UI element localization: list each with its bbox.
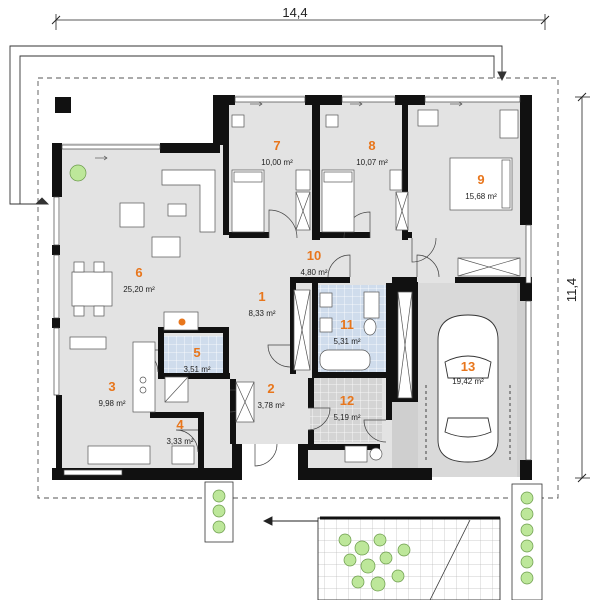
plants <box>69 164 534 592</box>
room-4-number: 4 <box>176 417 184 432</box>
room-5-number: 5 <box>193 345 200 360</box>
dimension-right: 11,4 <box>564 92 590 483</box>
width-dimension-label: 14,4 <box>282 5 307 20</box>
room-2-area: 3,78 m² <box>257 401 284 410</box>
room-12-area: 5,19 m² <box>333 413 360 422</box>
room-11-area: 5,31 m² <box>333 337 360 346</box>
windows <box>53 96 532 476</box>
window-arrows <box>95 101 463 161</box>
room-11-number: 11 <box>340 317 354 332</box>
room-1-number: 1 <box>258 289 265 304</box>
room-7-number: 7 <box>273 138 280 153</box>
room-9-number: 9 <box>477 172 484 187</box>
room-3-area: 9,98 m² <box>98 399 125 408</box>
room-10-number: 10 <box>307 248 321 263</box>
drain-line <box>9 45 507 205</box>
room-5-area: 3,51 m² <box>183 365 210 374</box>
exterior-walls <box>52 95 532 480</box>
room-13-number: 13 <box>461 359 475 374</box>
room-1-area: 8,33 m² <box>248 309 275 318</box>
dimension-top: 14,4 <box>51 5 550 30</box>
room-labels: 1 8,33 m² 2 3,78 m² 3 9,98 m² 4 3,33 m² … <box>98 138 497 446</box>
room-9-area: 15,68 m² <box>465 192 497 201</box>
room-4-area: 3,33 m² <box>166 437 193 446</box>
room-10-area: 4,80 m² <box>300 268 327 277</box>
entrance-arrow <box>262 516 318 526</box>
room-13-area: 19,42 m² <box>452 377 484 386</box>
room-6-number: 6 <box>135 265 142 280</box>
furniture <box>69 109 521 465</box>
chimney <box>55 97 71 113</box>
roof-outline <box>37 77 559 499</box>
room-7-area: 10,00 m² <box>261 158 293 167</box>
room-6-area: 25,20 m² <box>123 285 155 294</box>
room-12-number: 12 <box>340 393 354 408</box>
room-2-number: 2 <box>267 381 274 396</box>
room-8-area: 10,07 m² <box>356 158 388 167</box>
car-icon <box>425 314 511 463</box>
fireplace-flame-icon <box>178 318 186 326</box>
height-dimension-label: 11,4 <box>564 278 579 302</box>
room-3-number: 3 <box>108 379 115 394</box>
room-8-number: 8 <box>368 138 375 153</box>
